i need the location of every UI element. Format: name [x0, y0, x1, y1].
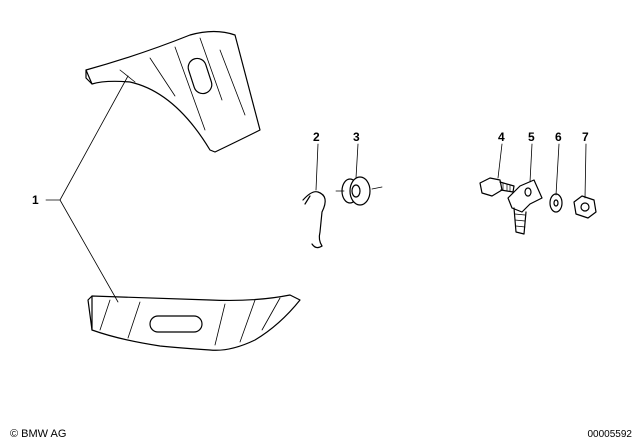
callout-3: 3: [353, 130, 360, 144]
rubber-grommet: [335, 176, 383, 206]
heat-shield-upper: [85, 30, 261, 153]
leader-lines: [45, 75, 587, 303]
heat-shield-lower: [87, 294, 301, 351]
hex-nut: [573, 195, 597, 219]
callout-7: 7: [582, 130, 589, 144]
bracket: [507, 179, 543, 235]
callout-labels: 1 2 3 4 5 6 7: [32, 130, 589, 207]
callout-1: 1: [32, 193, 39, 207]
hex-bolt: [479, 177, 515, 197]
callout-6: 6: [555, 130, 562, 144]
callout-4: 4: [498, 130, 505, 144]
washer: [549, 193, 563, 213]
copyright-label: © BMW AG: [10, 428, 67, 440]
callout-2: 2: [313, 130, 320, 144]
image-number-label: 00005592: [587, 429, 633, 440]
callout-5: 5: [528, 130, 535, 144]
wire-hook: [302, 191, 326, 249]
